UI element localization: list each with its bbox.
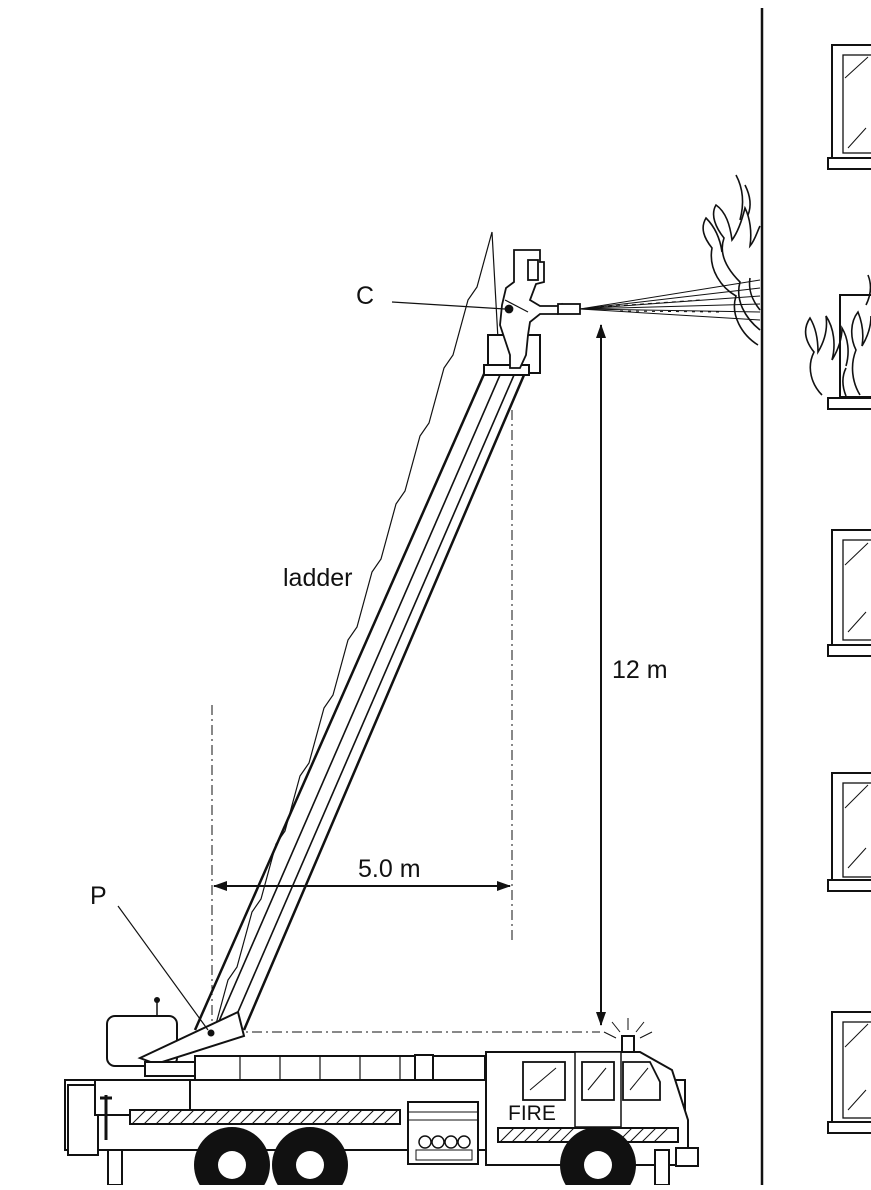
window-1 — [827, 44, 871, 170]
building — [760, 8, 871, 1185]
label-point-p: P — [90, 882, 107, 910]
water-spray — [579, 279, 761, 321]
label-point-c: C — [356, 282, 374, 310]
fire-truck — [64, 997, 699, 1190]
point-p-dot — [207, 1029, 215, 1037]
flames-window — [804, 274, 871, 397]
reference-lines — [211, 410, 600, 1033]
point-c-leader — [391, 301, 506, 310]
window-5 — [827, 1011, 871, 1134]
window-4 — [827, 772, 871, 892]
flames-outside — [702, 174, 761, 346]
firefighter — [499, 249, 581, 369]
window-3 — [827, 529, 871, 657]
ladder — [193, 231, 529, 1036]
ladder-lattice — [212, 231, 514, 1036]
truck-fire-text: FIRE — [508, 1102, 556, 1125]
point-p-leader — [117, 905, 209, 1031]
label-horizontal: 5.0 m — [358, 855, 421, 883]
label-ladder: ladder — [283, 564, 353, 592]
label-height: 12 m — [612, 656, 668, 684]
window-2 — [827, 294, 871, 410]
point-c-dot — [504, 304, 514, 314]
